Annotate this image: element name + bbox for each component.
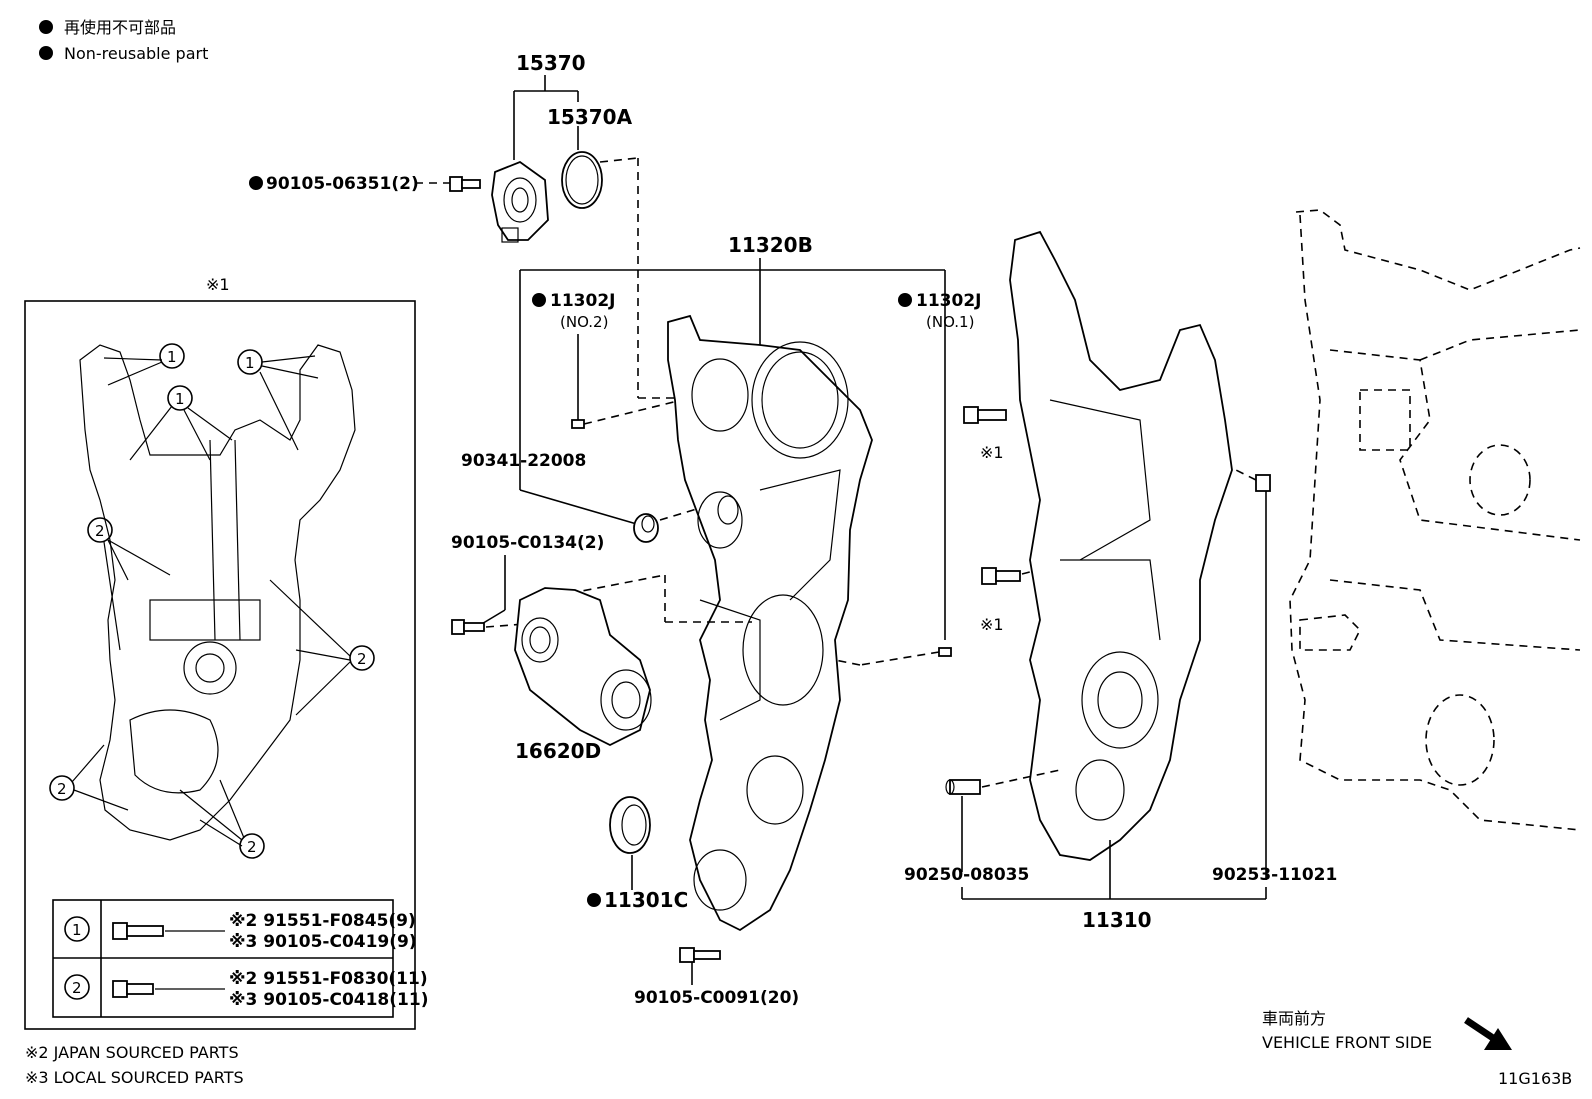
- part-11302J-pin: [571, 419, 585, 429]
- inset-box: ※1 1 1 1: [24, 275, 428, 1030]
- callout-group-1: 1 1 1: [103, 343, 319, 461]
- callout-2: [239, 833, 265, 859]
- bolt-icon: [679, 947, 721, 963]
- label-no2: (NO.2): [560, 313, 608, 331]
- group-16620D: 90105-C0134(2) 16620D: [451, 533, 752, 763]
- label-11320B: 11320B: [728, 233, 813, 257]
- inset-cover-drawing: [79, 344, 356, 841]
- label-11302J-no2: 11302J: [550, 291, 615, 311]
- label-90253-11021: 90253-11021: [1212, 865, 1337, 885]
- non-reusable-bullet-icon: [39, 46, 53, 60]
- label-11310: 11310: [1082, 908, 1152, 932]
- group-11310: ※1 ※1 90250-08035 90253-11021: [904, 230, 1337, 932]
- non-reusable-bullet-icon: [587, 893, 601, 907]
- non-reusable-bullet-icon: [249, 176, 263, 190]
- label-11302J-no1: 11302J: [916, 291, 981, 311]
- part-15370A-oring: [561, 151, 603, 209]
- bolt-icon: [449, 176, 481, 192]
- non-reusable-bullet-icon: [532, 293, 546, 307]
- part-11301C-oil-seal: [609, 796, 651, 854]
- callout-1-label: 1: [175, 390, 185, 408]
- callout-2: [49, 775, 75, 801]
- label-90105-C0134: 90105-C0134(2): [451, 533, 604, 553]
- table-row2-line-a: ※2 91551-F0830(11): [229, 969, 428, 989]
- callout-1: [167, 385, 193, 411]
- group-11301C: 11301C: [587, 796, 688, 912]
- direction-indicator: 車両前方 VEHICLE FRONT SIDE: [1262, 1009, 1512, 1052]
- callout-1: [159, 343, 185, 369]
- bolt-icon: [112, 980, 154, 998]
- part-11320B-timing-cover: [667, 314, 873, 932]
- label-mark1-lower: ※1: [980, 615, 1004, 634]
- table-callout-2: [64, 974, 90, 1000]
- label-90250-08035: 90250-08035: [904, 865, 1029, 885]
- arrow-down-right-icon: [1464, 1017, 1512, 1050]
- label-11301C: 11301C: [604, 888, 688, 912]
- bolt-icon: [451, 619, 485, 635]
- figure-id: 11G163B: [1498, 1069, 1572, 1088]
- part-11302J-pin: [938, 647, 952, 657]
- footnote-local: ※3 LOCAL SOURCED PARTS: [25, 1068, 244, 1087]
- callout-2-label: 2: [357, 650, 367, 668]
- label-16620D: 16620D: [515, 739, 601, 763]
- bolt-table: 1 ※2 91551-F0845(9) ※3 90105-C0419(9) 2 …: [52, 899, 428, 1018]
- table-row1-num: 1: [72, 921, 82, 939]
- bolt-icon: [981, 567, 1021, 585]
- callout-group-2: 2 2 2 2: [49, 517, 375, 859]
- callout-2-label: 2: [247, 838, 257, 856]
- legend-jp: 再使用不可部品: [64, 18, 176, 37]
- part-11310-rear-cover: [1009, 230, 1233, 861]
- label-90105-C0091: 90105-C0091(20): [634, 988, 799, 1008]
- label-90341-22008: 90341-22008: [461, 451, 586, 471]
- callout-1-label: 1: [245, 354, 255, 372]
- table-row1-line-b: ※3 90105-C0419(9): [229, 932, 417, 952]
- part-16620D-tensioner: [514, 587, 652, 747]
- label-15370A: 15370A: [547, 105, 633, 129]
- callout-2: [87, 517, 113, 543]
- callout-2-label: 2: [95, 522, 105, 540]
- non-reusable-bullet-icon: [39, 20, 53, 34]
- label-15370: 15370: [516, 51, 586, 75]
- group-11320B: 11320B 11302J (NO.2) 11302J (NO.1) 90341…: [461, 233, 981, 932]
- label-mark1-upper: ※1: [980, 443, 1004, 462]
- group-15370: 15370 15370A 90105-06351(2): [249, 51, 690, 399]
- label-no1: (NO.1): [926, 313, 974, 331]
- table-row1-line-a: ※2 91551-F0845(9): [229, 911, 416, 931]
- part-90250-08035-pin: [945, 779, 981, 795]
- bolt-icon: [112, 922, 164, 940]
- label-90105-06351: 90105-06351(2): [266, 174, 419, 194]
- legend: 再使用不可部品 Non-reusable part: [39, 18, 208, 63]
- callout-2: [349, 645, 375, 671]
- direction-en: VEHICLE FRONT SIDE: [1262, 1033, 1432, 1052]
- table-row2-num: 2: [72, 979, 82, 997]
- direction-jp: 車両前方: [1262, 1009, 1326, 1028]
- callout-1-label: 1: [167, 348, 177, 366]
- part-15370-housing: [491, 160, 549, 243]
- footnote-japan: ※2 JAPAN SOURCED PARTS: [25, 1043, 239, 1062]
- engine-block-phantom: [1289, 209, 1581, 831]
- table-callout-1: [64, 916, 90, 942]
- callout-2-label: 2: [57, 780, 67, 798]
- non-reusable-bullet-icon: [898, 293, 912, 307]
- part-90253-11021-plug: [1255, 474, 1271, 492]
- table-row2-line-b: ※3 90105-C0418(11): [229, 990, 428, 1010]
- inset-title: ※1: [206, 275, 230, 294]
- part-90341-plug: [633, 513, 659, 543]
- group-90105-C0091: 90105-C0091(20): [634, 947, 799, 1008]
- bolt-icon: [963, 406, 1007, 424]
- legend-en: Non-reusable part: [64, 44, 208, 63]
